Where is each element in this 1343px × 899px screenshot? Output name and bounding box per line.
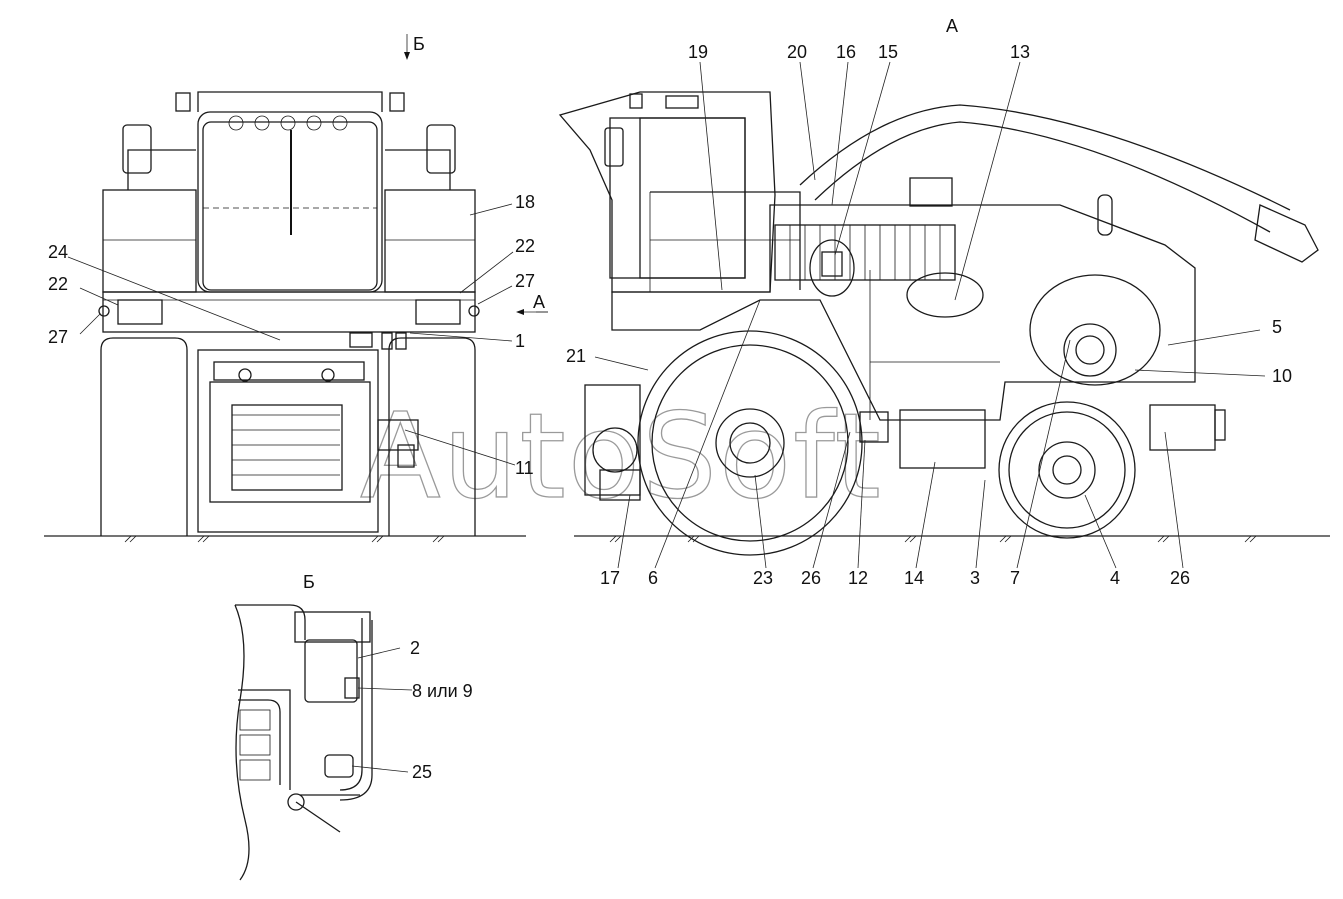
side-view: [558, 91, 1330, 556]
callout-6: 6: [648, 568, 658, 588]
watermark: AutoSoft: [360, 387, 883, 525]
callout-26-rear: 26: [1170, 568, 1190, 588]
front-view: [44, 91, 526, 543]
callout-22-right: 22: [515, 236, 535, 256]
arrow-b-head: [404, 52, 410, 60]
callout-12: 12: [848, 568, 868, 588]
arrow-a-head: [516, 309, 524, 315]
detail-view-b: [234, 604, 373, 881]
callout-27-left: 27: [48, 327, 68, 347]
callout-23: 23: [753, 568, 773, 588]
callout-25: 25: [412, 762, 432, 782]
callout-17: 17: [600, 568, 620, 588]
callout-8-or-9: 8 или 9: [412, 681, 473, 701]
callout-26-mid: 26: [801, 568, 821, 588]
callout-16: 16: [836, 42, 856, 62]
callout-14: 14: [904, 568, 924, 588]
callout-10: 10: [1272, 366, 1292, 386]
arrow-b-label: Б: [413, 34, 425, 54]
view-labels: А Б А Б: [303, 16, 958, 592]
view-a-title: А: [946, 16, 958, 36]
callout-4: 4: [1110, 568, 1120, 588]
callout-5: 5: [1272, 317, 1282, 337]
callout-2: 2: [410, 638, 420, 658]
callout-20: 20: [787, 42, 807, 62]
callout-22-left: 22: [48, 274, 68, 294]
callout-labels: 18 22 27 1 24 22 27 11 19 20 16 15 13 5 …: [48, 42, 1292, 782]
callout-19: 19: [688, 42, 708, 62]
callout-13: 13: [1010, 42, 1030, 62]
leader-lines: [67, 61, 1266, 773]
callout-15: 15: [878, 42, 898, 62]
callout-18: 18: [515, 192, 535, 212]
callout-3: 3: [970, 568, 980, 588]
arrow-a-label: А: [533, 292, 545, 312]
callout-21: 21: [566, 346, 586, 366]
callout-7: 7: [1010, 568, 1020, 588]
view-b-title: Б: [303, 572, 315, 592]
callout-27-right: 27: [515, 271, 535, 291]
callout-24: 24: [48, 242, 68, 262]
callout-1: 1: [515, 331, 525, 351]
callout-11: 11: [515, 458, 534, 478]
